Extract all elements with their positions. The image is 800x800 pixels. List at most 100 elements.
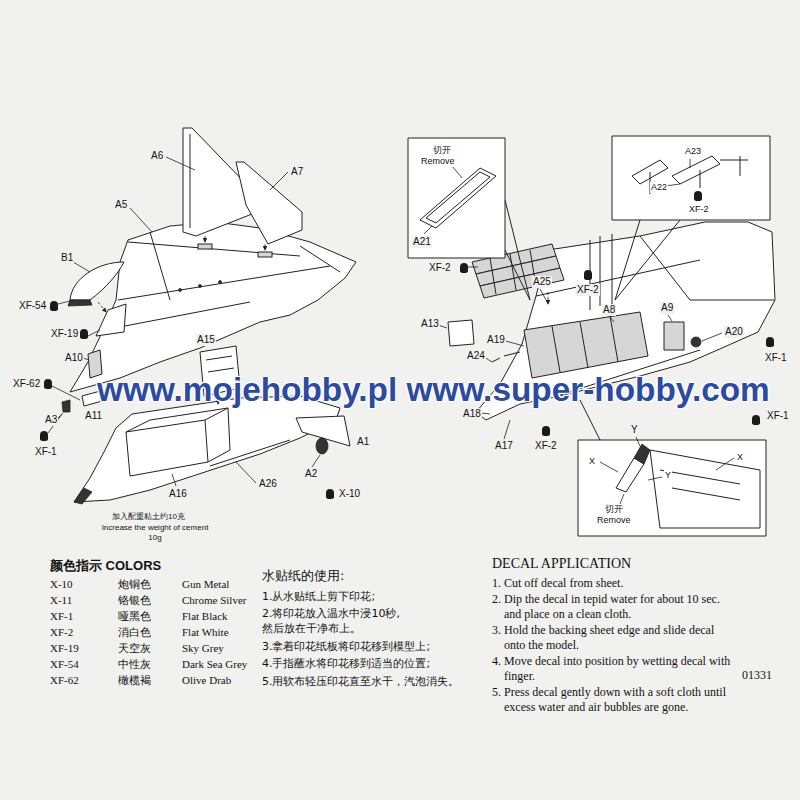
instruction-step: 5.用软布轻压印花直至水干，汽泡消失。 xyxy=(262,674,484,689)
paint-code: XF-1 xyxy=(764,352,788,364)
leader-line xyxy=(452,166,462,178)
axis-letter: Y xyxy=(630,424,639,436)
color-name: Dark Sea Grey xyxy=(182,658,247,671)
detail-inset xyxy=(650,450,760,528)
paint-code: XF-19 xyxy=(50,642,79,655)
paint-dot xyxy=(694,191,702,201)
paint-dot xyxy=(752,415,760,425)
paint-code: XF-1 xyxy=(766,410,790,422)
callout-number: A24 xyxy=(466,350,486,362)
paint-dot xyxy=(326,489,334,499)
cut-note: Remove xyxy=(596,515,632,526)
leader-line xyxy=(481,413,490,414)
leader-line xyxy=(702,333,722,341)
leader-line xyxy=(130,208,152,232)
instruction-step: 4.手指蘸水将印花移到适当的位置; xyxy=(262,656,484,671)
decal-steps-chinese: 水贴纸的使用:1.从水贴纸上剪下印花;2.将印花放入温水中浸10秒, 然后放在干… xyxy=(262,568,484,689)
catalog-number: 01331 xyxy=(742,668,772,682)
detail-inset xyxy=(420,168,496,228)
callout-number: A26 xyxy=(258,478,278,490)
paint-code: XF-2 xyxy=(534,440,558,452)
leader-line xyxy=(648,477,662,480)
callout-number: A10 xyxy=(64,352,84,364)
callout-number: A16 xyxy=(168,488,188,500)
callout-number: A19 xyxy=(486,334,506,346)
instruction-step: 3. Hold the backing sheet edge and slide… xyxy=(492,623,736,653)
leader-line xyxy=(600,462,618,472)
lower-fuselage-underside xyxy=(524,312,648,378)
paint-dot xyxy=(80,329,88,339)
cockpit-parts xyxy=(206,356,234,372)
paint-code: XF-2 xyxy=(576,284,600,296)
callout-number: A5 xyxy=(114,199,128,211)
color-name: Olive Drab xyxy=(182,674,231,687)
paint-code: XF-2 xyxy=(428,262,452,274)
paint-code: XF-62 xyxy=(12,378,41,390)
instruction-step: 4. Move decal into position by wetting d… xyxy=(492,654,736,684)
instruction-step: 1.从水贴纸上剪下印花; xyxy=(262,589,484,604)
leader-line xyxy=(636,437,640,446)
leader-line xyxy=(690,159,691,168)
cut-note: Remove xyxy=(420,156,456,167)
section-heading: 水贴纸的使用: xyxy=(262,568,484,584)
lower-fuselage xyxy=(74,396,350,504)
canopy xyxy=(68,262,124,312)
vertical-tail xyxy=(183,128,302,250)
paint-code: XF-54 xyxy=(50,658,79,671)
paint-code: X-10 xyxy=(338,488,361,500)
missile-bundle xyxy=(548,292,549,304)
detail-inset xyxy=(634,444,650,464)
detail-inset xyxy=(616,458,644,492)
color-name: Flat White xyxy=(182,626,229,639)
vertical-tail xyxy=(190,134,191,228)
lower-fuselage-underside xyxy=(492,352,520,362)
weight-note: Increase the weight of cement 10g xyxy=(100,523,210,542)
paint-code: XF-54 xyxy=(18,300,47,312)
decal-steps-english: DECAL APPLICATION1. Cut off decal from s… xyxy=(492,556,736,715)
weight-note: 加入配重粘土约10克 xyxy=(112,512,185,522)
detail-inset xyxy=(408,136,770,536)
color-name-chinese: 哑黑色 xyxy=(118,610,151,623)
paint-dot xyxy=(50,301,58,311)
callout-number: A9 xyxy=(660,302,674,314)
lower-fuselage xyxy=(126,408,230,462)
detail-inset xyxy=(426,172,490,223)
leader-line xyxy=(236,462,256,483)
callout-number: A25 xyxy=(532,276,552,288)
vertical-tail xyxy=(265,244,266,250)
paint-dot xyxy=(766,337,774,347)
paint-code: X-11 xyxy=(50,594,72,607)
paint-code: XF-1 xyxy=(50,610,73,623)
leader-line xyxy=(716,458,734,470)
paint-dot xyxy=(44,379,52,389)
vertical-tail xyxy=(205,236,206,242)
lower-fuselage-underside xyxy=(664,322,684,350)
lower-fuselage-underside xyxy=(552,316,618,372)
callout-number: A6 xyxy=(150,150,164,162)
color-name: Flat Black xyxy=(182,610,228,623)
cockpit-parts xyxy=(62,400,70,412)
instruction-step: 3.拿着印花纸板将印花移到模型上; xyxy=(262,639,484,654)
upper-fuselage xyxy=(96,304,126,336)
paint-dot xyxy=(542,426,550,436)
paint-dot xyxy=(584,270,592,280)
lower-fuselage xyxy=(210,440,290,466)
callout-number: B1 xyxy=(60,252,74,264)
paint-dot xyxy=(40,431,48,441)
color-name-chinese: 炮铜色 xyxy=(118,578,151,591)
leader-line xyxy=(468,267,478,268)
detail-inset xyxy=(650,156,748,194)
watermark: www.mojehobby.pl www.super-hobby.com xyxy=(97,370,770,410)
color-name-chinese: 橄榄褐 xyxy=(118,674,151,687)
color-name-chinese: 天空灰 xyxy=(118,642,151,655)
upper-fuselage xyxy=(199,285,202,288)
leader-line xyxy=(88,330,100,336)
canopy xyxy=(70,262,124,300)
callout-number: A13 xyxy=(420,318,440,330)
leader-line xyxy=(73,262,90,272)
leader-line xyxy=(620,494,624,504)
paint-code: XF-62 xyxy=(50,674,79,687)
callout-number: A7 xyxy=(290,166,304,178)
section-heading: DECAL APPLICATION xyxy=(492,556,736,573)
callout-number: A8 xyxy=(602,304,616,316)
